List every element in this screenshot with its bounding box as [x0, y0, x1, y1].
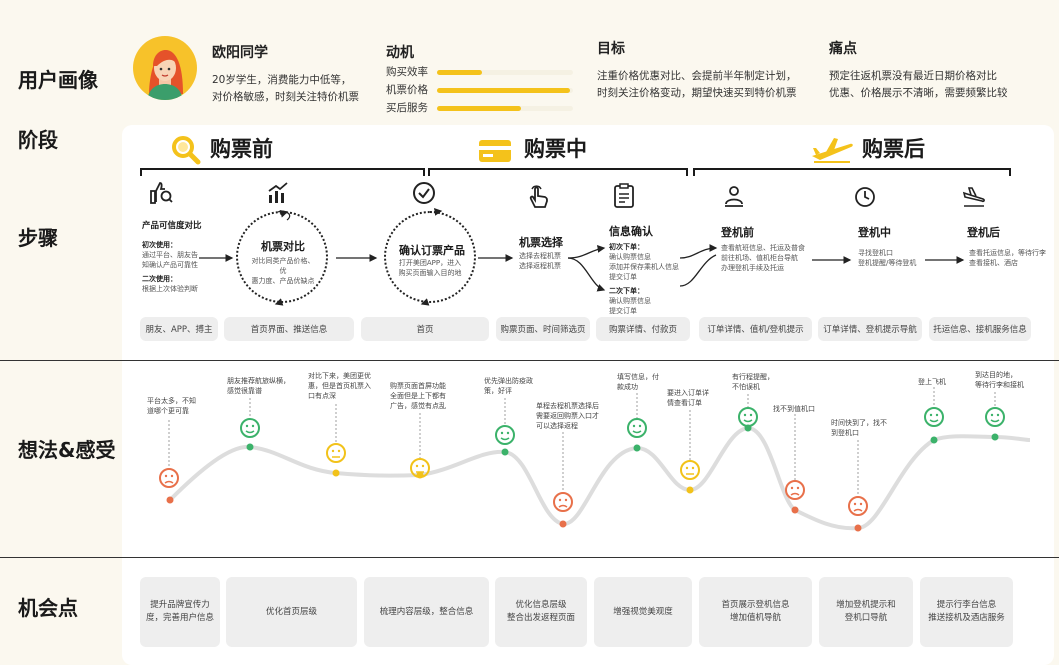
feeling-note: 朋友推荐航旅纵横， 感觉很靠谱 — [227, 376, 290, 396]
opportunity-card: 增加登机提示和登机口导航 — [819, 577, 913, 647]
opportunity-card: 提示行李台信息推送接机及酒店服务 — [920, 577, 1013, 647]
feeling-note: 到达目的地， 等待行李和接机 — [975, 370, 1024, 390]
feeling-note-line: 惠，但是首页机票入 — [308, 381, 371, 391]
feeling-note-line: 广告，感觉有点乱 — [390, 401, 446, 411]
opportunity-line: 梳理内容层级，整合信息 — [380, 606, 474, 619]
happy-face-icon — [986, 408, 1004, 426]
feeling-note-line: 单程去程机票选择后 — [536, 401, 599, 411]
opportunity-line: 整合出发返程页面 — [507, 612, 575, 625]
feeling-note-line: 填写信息，付 — [617, 372, 659, 382]
feeling-note-line: 感觉很靠谱 — [227, 386, 290, 396]
feeling-note: 要进入订单详 情查看订单 — [667, 388, 709, 408]
feeling-note: 时间快到了，找不 到登机口 — [831, 418, 887, 438]
emotion-point — [560, 521, 567, 528]
emotion-point — [992, 434, 999, 441]
feeling-note-line: 优先弹出防疫政 — [484, 376, 533, 386]
feeling-note-line: 口有点深 — [308, 391, 371, 401]
feeling-note-line: 时间快到了，找不 — [831, 418, 887, 428]
feeling-note-line: 朋友推荐航旅纵横， — [227, 376, 290, 386]
sad-face-icon — [786, 481, 804, 499]
feeling-note: 填写信息，付 款成功 — [617, 372, 659, 392]
feeling-note-line: 款成功 — [617, 382, 659, 392]
opportunity-card: 首页展示登机信息增加值机导航 — [699, 577, 812, 647]
opportunity-card: 提升品牌宣传力度，完善用户信息 — [140, 577, 220, 647]
feeling-note: 优先弹出防疫政 策，好评 — [484, 376, 533, 396]
happy-face-icon — [925, 408, 943, 426]
emotion-point — [634, 445, 641, 452]
feeling-note: 找不到值机口 — [773, 404, 815, 414]
sad-face-icon — [554, 493, 572, 511]
emotion-point — [333, 470, 340, 477]
emotion-point — [687, 487, 694, 494]
emotion-point — [502, 449, 509, 456]
opportunity-line: 优化信息层级 — [507, 599, 575, 612]
feeling-note-line: 全面但是上下都有 — [390, 391, 446, 401]
opportunity-line: 推送接机及酒店服务 — [928, 612, 1005, 625]
emotion-point — [931, 437, 938, 444]
opportunity-line: 提示行李台信息 — [928, 599, 1005, 612]
feeling-note-line: 有行程提醒， — [732, 372, 774, 382]
feeling-note-line: 可以选择返程 — [536, 421, 599, 431]
sad-face-icon — [160, 469, 178, 487]
emotion-point — [167, 497, 174, 504]
feeling-note-line: 到登机口 — [831, 428, 887, 438]
feeling-note-line: 道哪个更可靠 — [147, 406, 196, 416]
happy-face-icon — [241, 419, 259, 437]
feeling-note: 对比下来，美团更优 惠，但是首页机票入 口有点深 — [308, 371, 371, 401]
opportunity-card: 优化信息层级整合出发返程页面 — [495, 577, 587, 647]
opportunity-line: 增加值机导航 — [721, 612, 789, 625]
feeling-note: 购票页面首屏功能 全面但是上下都有 广告，感觉有点乱 — [390, 381, 446, 411]
happy-face-icon — [628, 419, 646, 437]
neutral-face-icon — [327, 444, 345, 462]
feeling-note-line: 购票页面首屏功能 — [390, 381, 446, 391]
opportunity-card: 梳理内容层级，整合信息 — [364, 577, 489, 647]
feeling-note: 单程去程机票选择后 需要返回购票入口才 可以选择返程 — [536, 401, 599, 431]
opportunity-card: 优化首页层级 — [226, 577, 357, 647]
feeling-note-line: 需要返回购票入口才 — [536, 411, 599, 421]
feeling-note-line: 找不到值机口 — [773, 404, 815, 414]
feeling-note-line: 对比下来，美团更优 — [308, 371, 371, 381]
emotion-point — [247, 444, 254, 451]
opportunity-line: 增加登机提示和 — [836, 599, 896, 612]
feeling-note-line: 不怕误机 — [732, 382, 774, 392]
feeling-note: 平台太多，不知 道哪个更可靠 — [147, 396, 196, 416]
opportunity-card: 增强视觉美观度 — [594, 577, 692, 647]
happy-face-icon — [739, 408, 757, 426]
feeling-note: 登上飞机 — [918, 377, 946, 387]
opportunity-line: 首页展示登机信息 — [721, 599, 789, 612]
opportunity-line: 登机口导航 — [836, 612, 896, 625]
feeling-note-line: 平台太多，不知 — [147, 396, 196, 406]
opportunity-line: 优化首页层级 — [266, 606, 317, 619]
sad-face-icon — [849, 497, 867, 515]
feeling-note-line: 情查看订单 — [667, 398, 709, 408]
feeling-note-line: 等待行李和接机 — [975, 380, 1024, 390]
neutral-face-icon — [681, 461, 699, 479]
feeling-note-line: 登上飞机 — [918, 377, 946, 387]
emotion-line — [170, 428, 1030, 528]
opportunity-line: 提升品牌宣传力 — [146, 599, 214, 612]
feeling-note: 有行程提醒， 不怕误机 — [732, 372, 774, 392]
emotion-point — [792, 507, 799, 514]
opportunity-line: 增强视觉美观度 — [613, 606, 673, 619]
opportunity-line: 度，完善用户信息 — [146, 612, 214, 625]
emotion-point — [855, 525, 862, 532]
feeling-note-line: 要进入订单详 — [667, 388, 709, 398]
feeling-note-line: 到达目的地， — [975, 370, 1024, 380]
happy-face-icon — [496, 426, 514, 444]
feeling-note-line: 策，好评 — [484, 386, 533, 396]
